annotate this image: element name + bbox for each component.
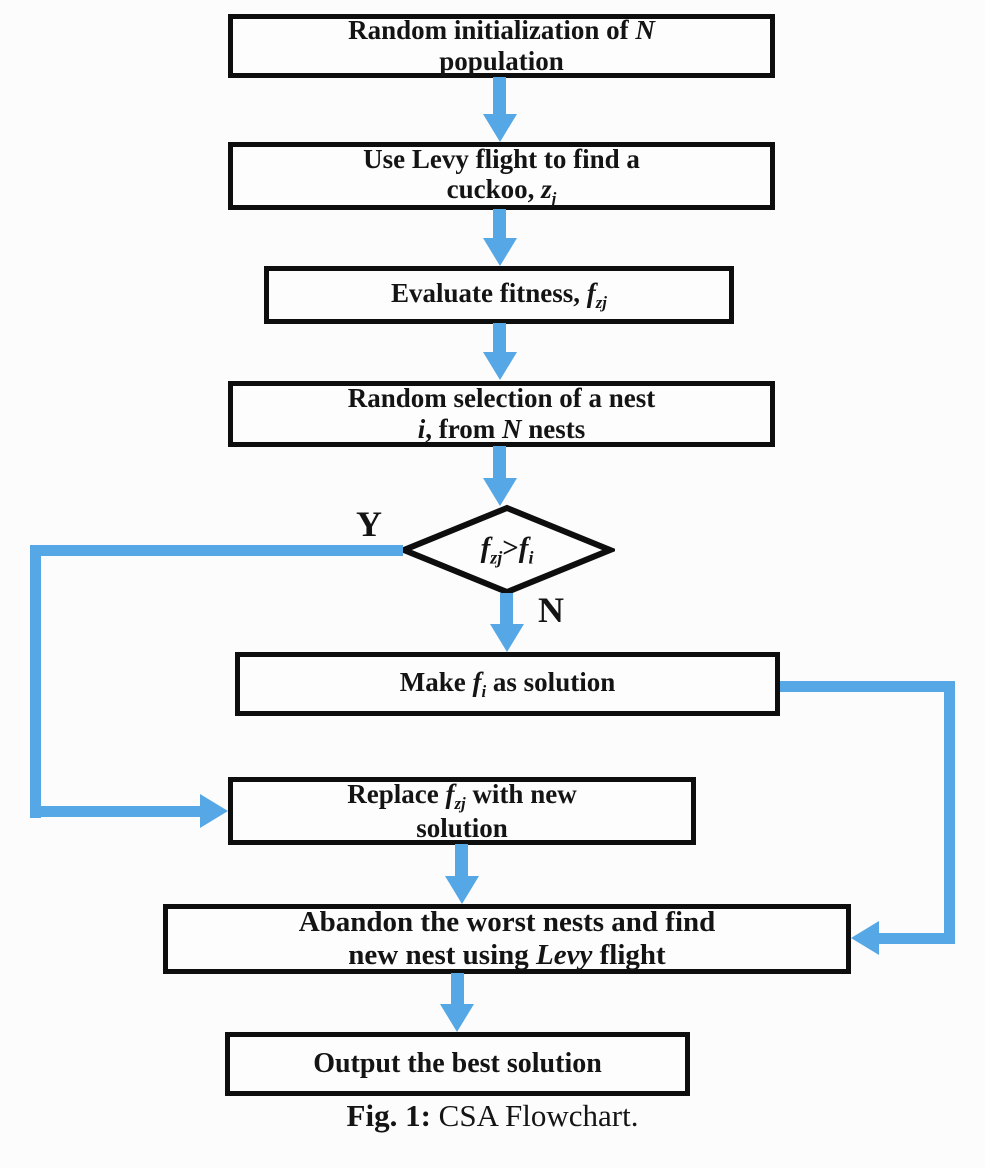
figure-caption-text: CSA Flowchart. (430, 1098, 639, 1133)
decision-condition: fzj>fi (480, 531, 534, 568)
figure-caption-prefix: Fig. 1: (346, 1098, 431, 1133)
node-evaluate-fitness: Evaluate fitness, fzj (264, 266, 734, 324)
branch-label-no: N (538, 590, 564, 630)
node-make-fi-solution: Make fi as solution (235, 652, 780, 716)
decision-diamond: fzj>fi (399, 503, 615, 597)
branch-label-yes: Y (356, 504, 382, 544)
node-output-best-solution: Output the best solution (225, 1032, 690, 1096)
diamond-shape-icon (399, 504, 615, 596)
figure-caption: Fig. 1: CSA Flowchart. (0, 1098, 985, 1134)
